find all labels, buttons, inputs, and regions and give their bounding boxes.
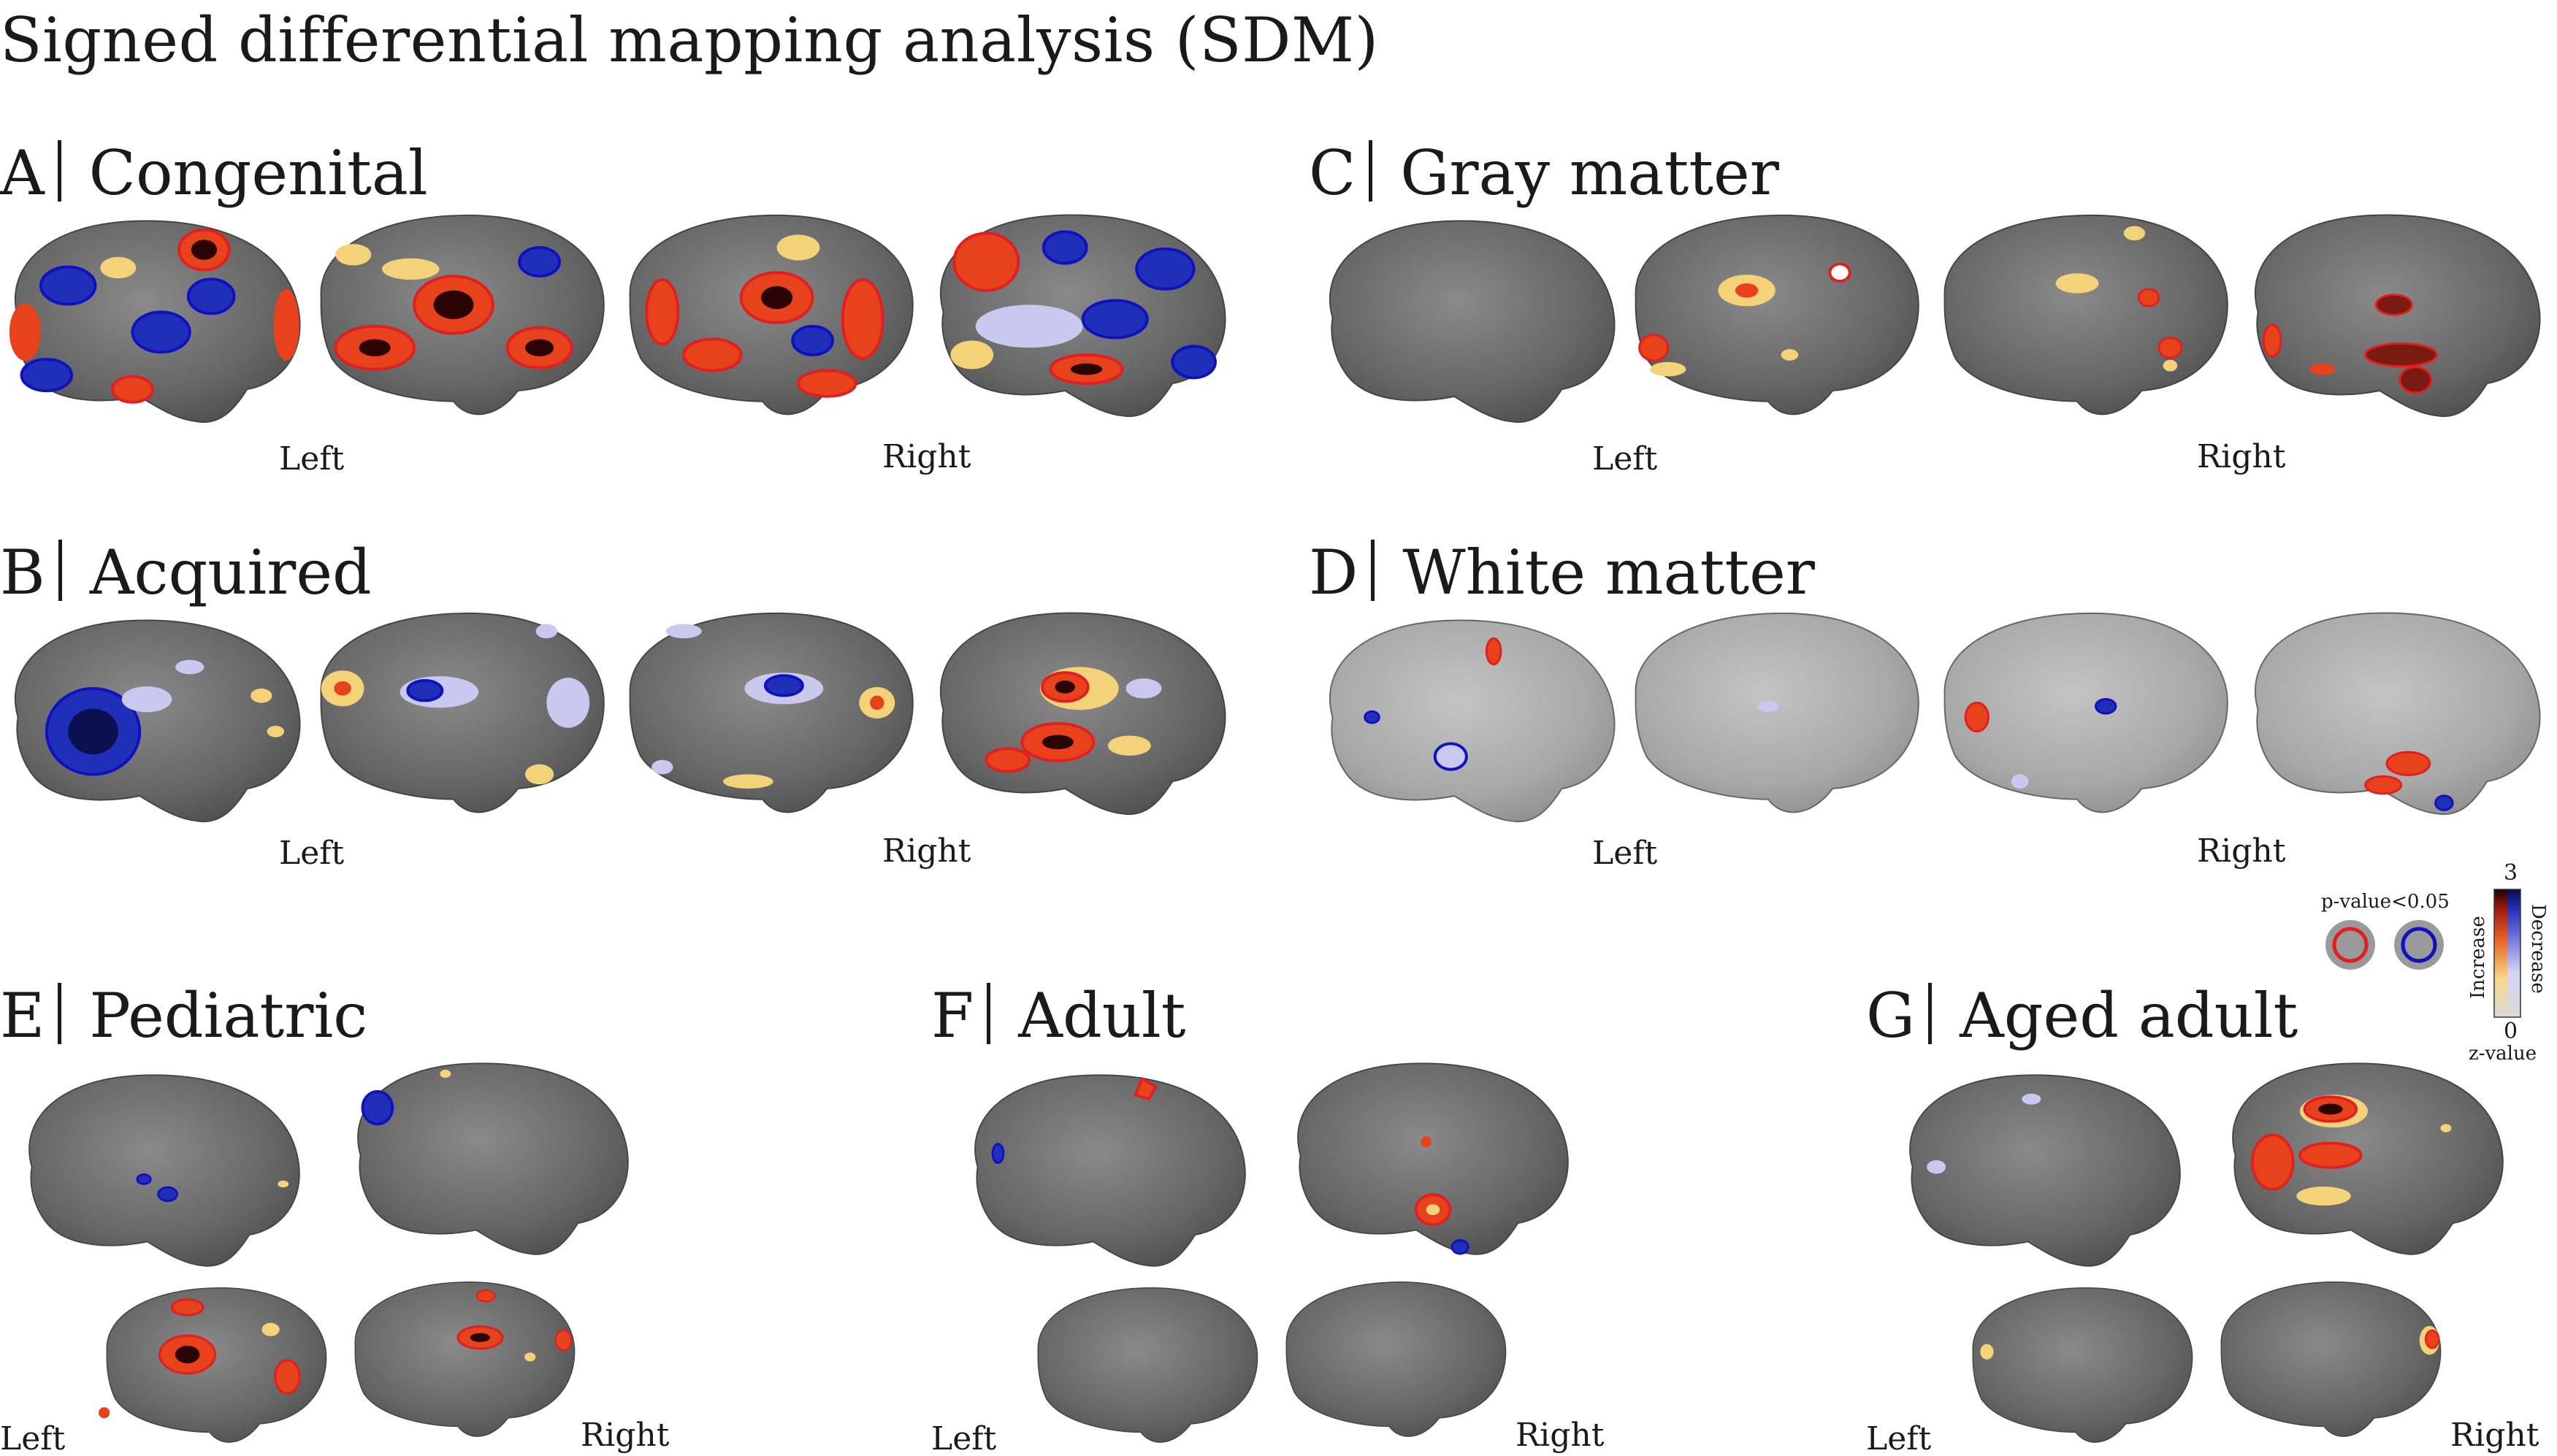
brain-d-1: [1329, 619, 1616, 823]
brain-a-2: [320, 214, 605, 415]
panel-d-left-label: Left: [1592, 835, 1658, 872]
legend: [2325, 889, 2521, 1018]
panel-b-brains: [14, 612, 1226, 823]
panel-e-brains: [28, 1062, 629, 1443]
brain-a-3: [629, 214, 914, 415]
panel-f-left-label: Left: [931, 1420, 997, 1456]
panel-g-left-label: Left: [1866, 1420, 1932, 1456]
legend-max-label: 3: [2504, 860, 2518, 886]
brain-e-4: [354, 1281, 576, 1437]
brain-d-4: [2254, 612, 2541, 816]
figure-title: Signed differential mapping analysis (SD…: [0, 4, 1379, 76]
brain-e-3: [99, 1287, 327, 1443]
brain-b-2: [320, 612, 605, 813]
panel-a-brains: [9, 214, 1226, 424]
brain-a-1: [9, 220, 301, 424]
brain-b-4: [939, 612, 1226, 816]
legend-zvalue-label: z-value: [2469, 1043, 2537, 1065]
panel-d-brains: [1329, 612, 2541, 823]
panel-f-brains: [974, 1062, 1569, 1443]
panel-c-right-label: Right: [2197, 438, 2286, 475]
panel-g-brains: [1909, 1062, 2504, 1443]
panel-b-right-label: Right: [882, 832, 971, 870]
decrease-colorbar: [2507, 889, 2520, 1017]
panel-a-left-label: Left: [279, 440, 345, 478]
brain-b-3: [629, 612, 914, 813]
brain-f-1: [974, 1074, 1246, 1267]
brain-e-2: [357, 1062, 629, 1255]
brain-g-4: [2220, 1281, 2442, 1437]
brain-f-4: [1285, 1281, 1507, 1437]
panel-c-left-label: Left: [1592, 440, 1658, 478]
brain-d-3: [1943, 612, 2228, 813]
legend-pvalue-label: p-value<0.05: [2321, 891, 2450, 913]
brain-a-4: [939, 214, 1226, 418]
legend-increase-label: Increase: [2467, 916, 2489, 999]
panel-c-brains: [1329, 214, 2541, 424]
panel-g-right-label: Right: [2450, 1417, 2539, 1454]
brain-c-4: [2254, 214, 2541, 418]
brain-b-1: [14, 619, 301, 823]
brain-g-2: [2232, 1062, 2504, 1255]
brain-c-2: [1635, 214, 1919, 415]
panel-b-left-label: Left: [279, 835, 345, 872]
panel-e-left-label: Left: [0, 1420, 66, 1456]
legend-decrease-label: Decrease: [2527, 904, 2549, 994]
brain-f-2: [1297, 1062, 1569, 1255]
brain-f-3: [1037, 1287, 1258, 1443]
increase-colorbar: [2494, 889, 2507, 1017]
panel-a-right-label: Right: [882, 438, 971, 475]
panel-e-right-label: Right: [581, 1417, 670, 1454]
brain-c-3: [1943, 214, 2228, 415]
brain-g-3: [1972, 1287, 2193, 1443]
brain-g-1: [1909, 1074, 2181, 1267]
brain-e-1: [28, 1074, 300, 1267]
panel-d-right-label: Right: [2197, 832, 2286, 870]
legend-min-label: 0: [2504, 1019, 2518, 1044]
panel-f-right-label: Right: [1516, 1417, 1605, 1454]
brain-d-2: [1635, 612, 1919, 813]
brain-c-1: [1329, 220, 1616, 424]
